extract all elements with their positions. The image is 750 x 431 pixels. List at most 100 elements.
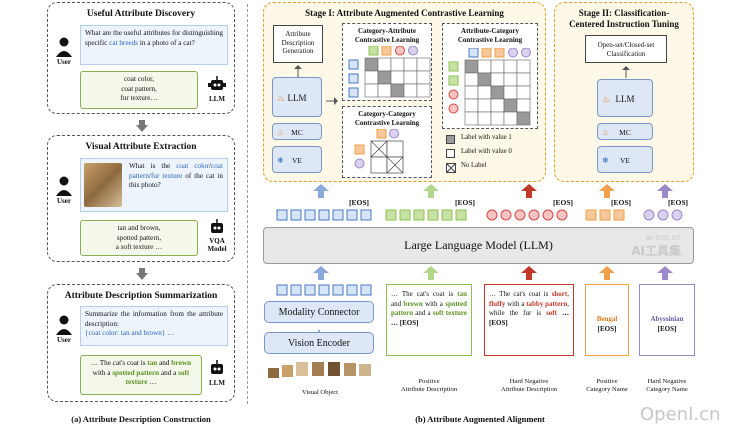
question-highlight: cat breeds <box>109 38 139 47</box>
visual-token-row <box>276 284 372 296</box>
user-label: User <box>57 336 71 344</box>
image-patch <box>268 368 279 378</box>
a-highlight: soft texture <box>125 368 190 387</box>
q-text: Summarize the information from the attri… <box>85 310 223 328</box>
user-icon <box>56 315 72 335</box>
user-icon <box>56 37 72 57</box>
snowflake-icon: ❄ <box>602 156 609 165</box>
question-text-end: in a photo of a cat? <box>138 38 195 47</box>
eos-token: [EOS] <box>455 198 476 207</box>
q-text-end: of the cat in this photo? <box>129 171 223 190</box>
legend-label: Label with value 1 <box>461 134 512 141</box>
ve-label: VE <box>292 156 302 165</box>
label-negative-attr: Hard Negative Attribute Description <box>500 378 558 393</box>
ve-label: VE <box>620 156 630 165</box>
up-arrow-blue-icon <box>313 184 329 198</box>
highlight: tan <box>457 290 467 298</box>
category-category-box: Category-Category Contrastive Learning <box>342 106 432 178</box>
stage1-llm: ♨ LLM <box>272 77 322 117</box>
robot-icon <box>208 359 226 377</box>
legend-swatch-nolabel <box>446 163 456 173</box>
text: … [EOS] <box>391 318 419 327</box>
up-arrow-icon <box>622 65 630 83</box>
up-arrow-orange-icon <box>599 184 615 198</box>
answer-box: … The cat's coat is tan and brown with a… <box>80 355 202 395</box>
fire-icon: ♨ <box>602 128 610 137</box>
category-attribute-box: Category-Attribute Contrastive Learning <box>342 23 432 101</box>
category-name: Bengal <box>596 315 618 323</box>
stage-2-title: Stage II: Classification- Centered Instr… <box>569 8 679 29</box>
image-patches <box>268 362 372 380</box>
answer-box: coat color, coat pattern, fur texture… <box>80 71 198 109</box>
eos-token: [EOS] <box>349 198 370 207</box>
divider <box>247 4 248 404</box>
right-arrow-icon <box>326 92 338 110</box>
question-box: What are the useful attributes for disti… <box>80 25 228 65</box>
negative-attr-input: … The cat's coat is short, fluffy with a… <box>484 284 574 356</box>
highlight: short <box>551 290 568 298</box>
stage-1-box: Stage I: Attribute Augmented Contrastive… <box>263 2 546 182</box>
legend-swatch-1 <box>446 135 455 144</box>
llm-bar: Large Language Model (LLM) ai-bot.cn AI工… <box>263 227 694 264</box>
q-highlight: fur texture <box>150 171 183 180</box>
robot-icon <box>208 218 226 236</box>
highlight: soft <box>546 309 557 317</box>
panel-title: Useful Attribute Discovery <box>86 9 196 19</box>
panel-title: Attribute Description Summarization <box>64 291 218 301</box>
legend-label: Label with value 0 <box>461 148 512 155</box>
token-row <box>276 209 683 221</box>
category-eos: [EOS] <box>657 324 677 333</box>
down-arrow-icon <box>136 267 148 285</box>
modality-connector: Modality Connector <box>264 301 374 323</box>
eos-token: [EOS] <box>553 198 574 207</box>
user-icon <box>56 176 72 196</box>
caption-a: (a) Attribute Description Construction <box>71 414 211 424</box>
up-arrow-red-icon <box>521 184 537 198</box>
robot-icon <box>208 75 226 93</box>
down-arrow-icon <box>136 119 148 137</box>
stage-1-title: Stage I: Attribute Augmented Contrastive… <box>305 8 504 18</box>
q-highlight: coat pattern <box>129 162 223 180</box>
q-text: What is the <box>129 162 177 170</box>
user-label: User <box>57 197 71 205</box>
highlight: tabby pattern <box>526 299 568 308</box>
text: … The cat's coat is <box>489 290 552 298</box>
image-patch <box>296 362 308 376</box>
label-positive-cat: Positive Category Name <box>586 378 628 393</box>
subtitle: Category-Attribute Contrastive Learning <box>354 27 420 44</box>
negative-category-input: Abyssinian [EOS] <box>639 284 695 356</box>
llm-bar-label: Large Language Model (LLM) <box>404 238 553 252</box>
positive-category-input: Bengal [EOS] <box>585 284 629 356</box>
highlight: soft texture <box>432 309 468 317</box>
a-highlight: brown <box>171 359 192 367</box>
text: and <box>391 299 404 308</box>
attribute-category-box: Attribute-Category Contrastive Learning <box>442 23 538 129</box>
question-box: What is the coat color/coat pattern/fur … <box>80 158 228 212</box>
stage2-llm: ♨ LLM <box>597 79 653 117</box>
question-box: Summarize the information from the attri… <box>80 306 228 346</box>
watermark-text: ai-bot.cn <box>645 233 681 242</box>
eos-token: [EOS] <box>611 198 632 207</box>
text: with a <box>422 299 446 308</box>
watermark-text: AI工具集 <box>631 244 681 258</box>
llm-label: LLM <box>287 93 307 103</box>
classification-box: Open-set/Closed-set Classification <box>585 35 667 63</box>
image-patch <box>344 363 356 376</box>
stage1-mc: ♨ MC <box>272 123 322 140</box>
image-patch <box>312 362 324 376</box>
a-text: … <box>147 378 157 387</box>
legend-label: No Label <box>461 162 487 169</box>
stage2-mc: ♨ MC <box>597 123 653 140</box>
subtitle: Attribute-Category Contrastive Learning <box>457 27 523 44</box>
caption-b: (b) Attribute Augmented Alignment <box>415 414 545 424</box>
text: and a <box>413 309 433 317</box>
cat-photo <box>84 163 122 207</box>
fire-icon: ♨ <box>277 128 285 137</box>
up-arrow-green-icon <box>423 266 439 280</box>
legend-swatch-0 <box>446 149 455 158</box>
mc-label: MC <box>291 128 303 137</box>
a-text: and a <box>159 368 179 377</box>
a-text: and <box>157 359 172 367</box>
text: , <box>567 290 569 298</box>
cat-cat-matrix <box>354 129 404 174</box>
